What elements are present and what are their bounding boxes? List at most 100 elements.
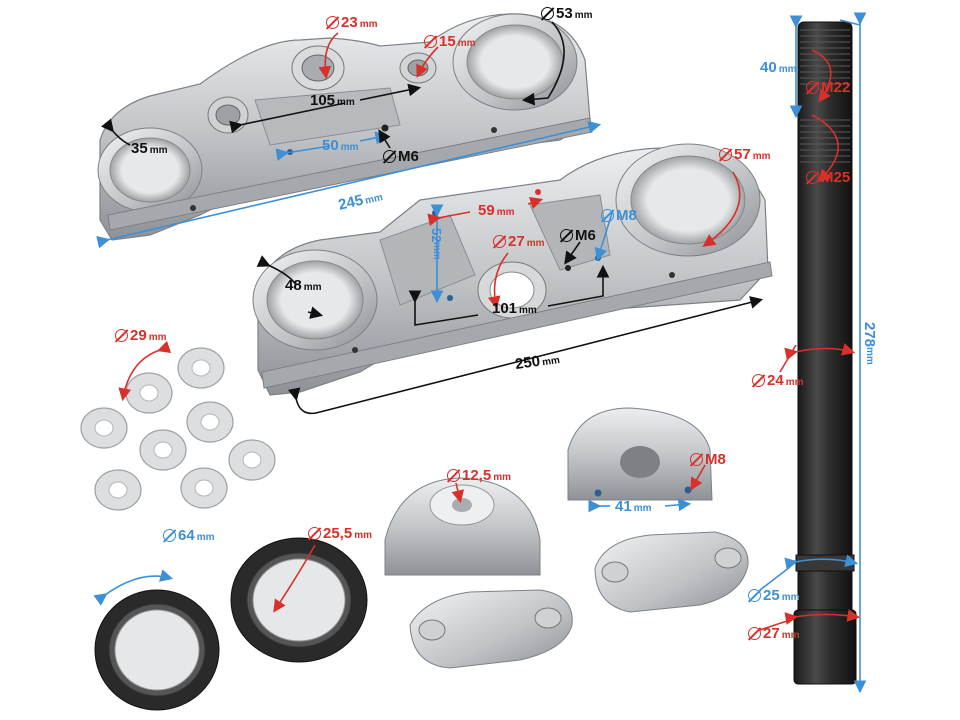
value: 59	[478, 202, 495, 219]
value: 48	[285, 277, 302, 294]
value: M6	[398, 148, 419, 165]
unit: mm	[340, 142, 359, 153]
value: 41	[615, 498, 632, 515]
unit: mm	[519, 305, 537, 316]
diameter-icon	[560, 229, 573, 242]
diameter-icon	[115, 329, 128, 342]
stem-length-label: 278mm	[861, 322, 878, 365]
diameter-icon	[424, 35, 437, 48]
bearing-seals	[94, 537, 368, 711]
diameter-icon	[308, 527, 321, 540]
value: 57	[734, 146, 751, 163]
diameter-icon	[541, 7, 554, 20]
diameter-icon	[690, 453, 703, 466]
value: 25	[763, 587, 780, 604]
value: M6	[575, 227, 596, 244]
diameter-icon	[383, 150, 396, 163]
value: 53	[556, 5, 573, 22]
value: 52	[429, 228, 444, 243]
value: 12,5	[462, 467, 492, 484]
lower-vertical-spacing-label: 52mm	[429, 228, 444, 261]
value: 40	[760, 59, 777, 76]
unit: mm	[574, 10, 593, 21]
value: 23	[341, 14, 358, 31]
value: 105	[310, 92, 336, 109]
unit: mm	[496, 207, 515, 218]
unit: mm	[303, 282, 322, 293]
value: 29	[130, 327, 147, 344]
value: M22	[821, 79, 851, 96]
unit: mm	[431, 242, 442, 261]
steering-stem	[793, 21, 857, 685]
diameter-icon	[806, 171, 819, 184]
unit: mm	[633, 503, 652, 514]
value: 250	[514, 352, 542, 374]
diameter-icon	[719, 148, 732, 161]
diameter-icon	[601, 209, 614, 222]
value: 35	[131, 140, 148, 157]
value: 27	[508, 233, 525, 250]
diameter-icon	[748, 627, 761, 640]
diameter-icon	[326, 16, 339, 29]
lower-m8-label: M8	[601, 208, 637, 223]
unit: mm	[359, 19, 378, 30]
diameter-icon	[447, 469, 460, 482]
unit: mm	[526, 238, 545, 249]
unit: mm	[781, 630, 800, 641]
handlebar-risers	[384, 407, 749, 669]
unit: mm	[752, 151, 771, 162]
value: 15	[439, 33, 456, 50]
unit: mm	[778, 64, 797, 75]
diameter-icon	[493, 235, 506, 248]
unit: mm	[864, 347, 875, 365]
unit: mm	[149, 145, 168, 156]
stem-top-thread-label: M22	[806, 80, 850, 95]
value: M8	[616, 207, 637, 224]
unit: mm	[196, 532, 215, 543]
lower-m6-label: M6	[560, 228, 596, 243]
value: 25,5	[323, 525, 353, 542]
diameter-icon	[806, 81, 819, 94]
unit: mm	[457, 38, 476, 49]
value: 278	[861, 322, 878, 348]
washers-group	[80, 347, 276, 511]
value: 101	[492, 300, 518, 317]
upper-thread-label: M6	[383, 149, 419, 164]
unit: mm	[781, 592, 800, 603]
diameter-icon	[752, 374, 765, 387]
unit: mm	[148, 332, 167, 343]
stem-lower-thread-label: M25	[806, 170, 850, 185]
unit: mm	[337, 97, 355, 108]
value: 50	[322, 137, 339, 154]
riser-thread-label: M8	[690, 452, 726, 467]
unit: mm	[785, 377, 804, 388]
unit: mm	[354, 530, 372, 541]
value: 64	[178, 527, 195, 544]
dimension-lines	[93, 12, 867, 694]
diameter-icon	[163, 529, 176, 542]
diameter-icon	[748, 589, 761, 602]
value: M25	[821, 169, 851, 186]
unit: mm	[493, 472, 511, 483]
